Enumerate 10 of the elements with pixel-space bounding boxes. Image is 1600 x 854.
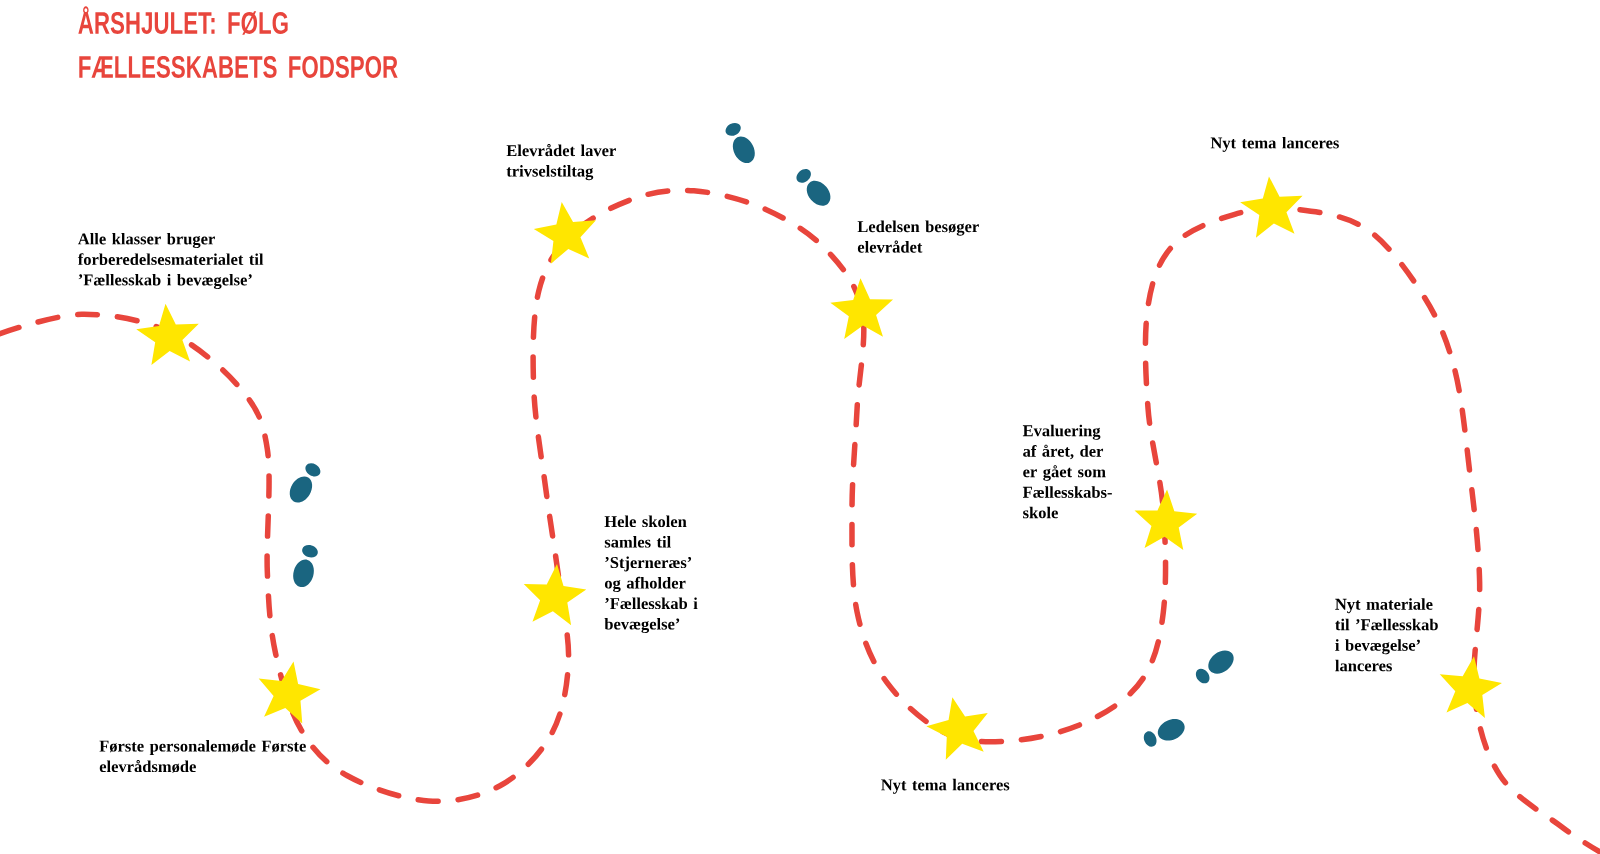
milestone-label: Hele skolen samles til ’Stjerneræs’ og afholder ’Fællesskab i bevægelse’ [604,515,698,634]
milestone-label: Nyt tema lanceres [881,778,1010,794]
milestone-label: Nyt tema lanceres [1210,136,1339,152]
milestone-label: Første personalemøde Første elevrådsmøde [99,740,306,773]
milestone-label: Nyt materiale til ’Fællesskab i bevægelse’ lanceres [1335,598,1438,672]
milestone-label: Elevrådet laver trivselstiltag [506,144,616,181]
title: ÅRSHJULET: FØLG FÆLLESSKABETS FODSPOR [78,6,398,78]
milestone-label: Ledelsen besøger elevrådet [857,220,979,253]
milestone-label: Alle klasser bruger forberedelsesmaterialet til ’Fællesskab i bevægelse’ [77,232,264,289]
milestone-label: Evaluering af året, der er gået som Fællesskabs-skole [1022,424,1112,519]
